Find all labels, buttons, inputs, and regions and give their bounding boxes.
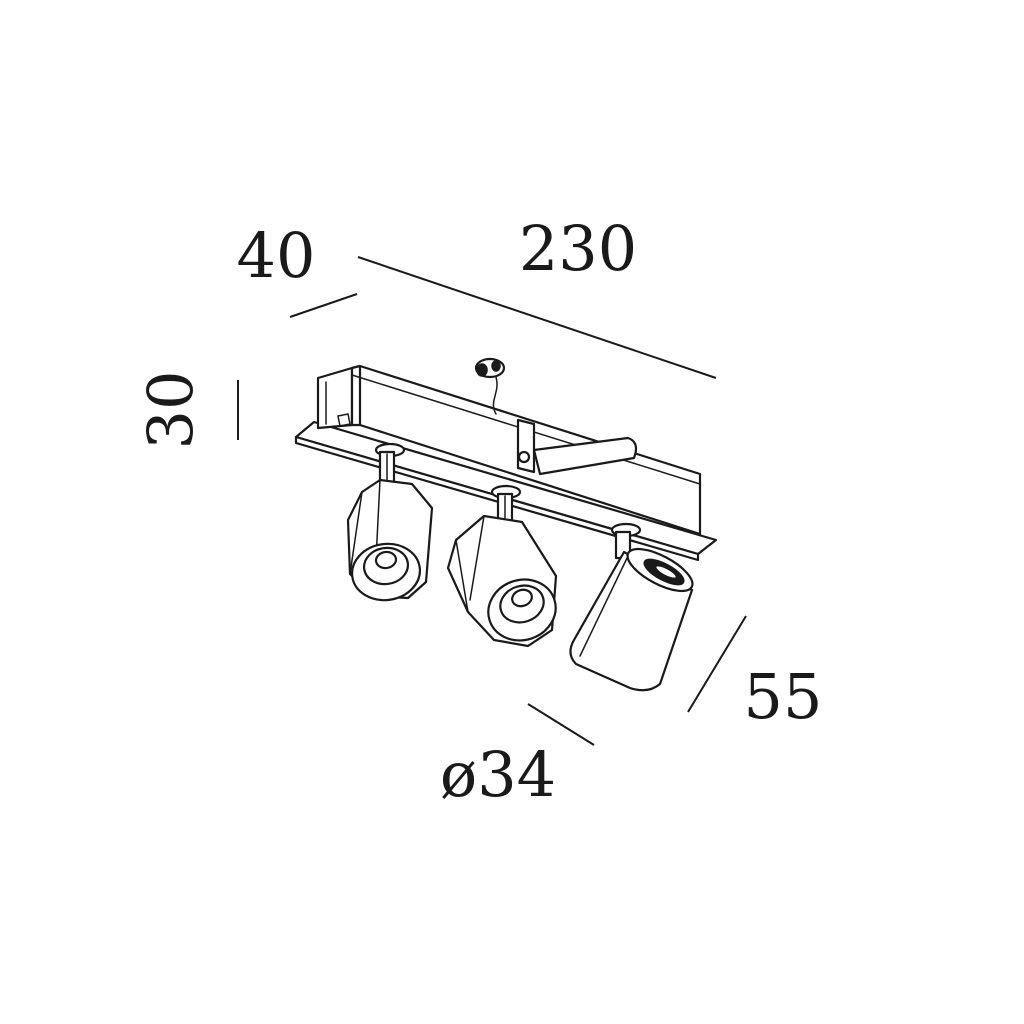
- luminaire-illustration: [294, 357, 718, 692]
- dim-label-projection: 55: [744, 660, 823, 733]
- dim-line-depth: [289, 293, 358, 318]
- dim-label-depth: 40: [237, 219, 316, 292]
- dim-label-height: 30: [134, 371, 207, 450]
- dim-line-diameter: [527, 703, 595, 746]
- dim-line-projection: [687, 615, 747, 713]
- dim-line-length: [357, 256, 717, 379]
- spotlight-right: [569, 522, 694, 692]
- spotlight-middle: [446, 484, 558, 648]
- dim-label-length: 230: [519, 212, 637, 285]
- dim-label-diameter: ø34: [440, 738, 556, 811]
- driver-connector: [474, 357, 506, 415]
- spotlight-left: [346, 442, 434, 602]
- mounting-clip: [516, 418, 638, 476]
